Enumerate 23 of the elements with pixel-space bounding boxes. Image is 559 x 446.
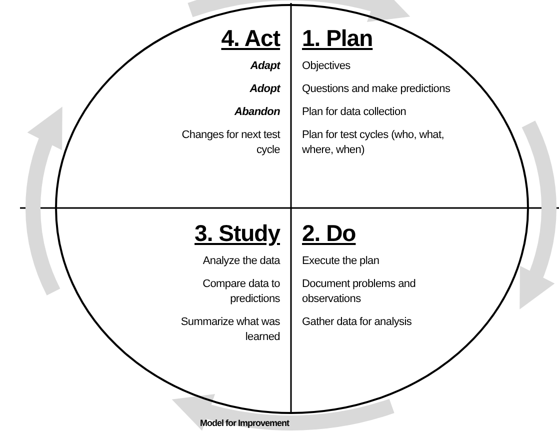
- cycle-arrow: [188, 0, 410, 24]
- step-text: Compare data to predictions: [202, 278, 280, 305]
- step-text: Analyze the data: [202, 255, 280, 267]
- phase-heading: 3. Study: [194, 220, 280, 246]
- step-text: Summarize what was learned: [180, 316, 280, 343]
- phase-heading: 4. Act: [221, 25, 280, 51]
- step-text: Plan for data collection: [302, 105, 406, 120]
- step-text: Objectives: [302, 59, 350, 74]
- step-text: Questions and make predictions: [302, 82, 450, 97]
- cycle-arrow: [518, 121, 556, 310]
- step-text: Execute the plan: [302, 254, 380, 269]
- step-text: Abandon: [234, 106, 280, 118]
- phase-heading: 2. Do: [302, 220, 356, 246]
- caption: Model for Improvement: [200, 418, 290, 428]
- step-text: Adopt: [250, 83, 280, 95]
- step-text: Gather data for analysis: [302, 315, 412, 330]
- phase-heading: 1. Plan: [302, 25, 373, 51]
- cycle-arrow: [26, 106, 64, 295]
- step-text: Changes for next test cycle: [182, 129, 280, 156]
- cycle-arrow: [172, 392, 394, 430]
- step-text: Plan for test cycles (who, what, where, when): [302, 128, 446, 158]
- step-text: Document problems and observations: [302, 277, 417, 307]
- step-text: Adapt: [250, 60, 280, 72]
